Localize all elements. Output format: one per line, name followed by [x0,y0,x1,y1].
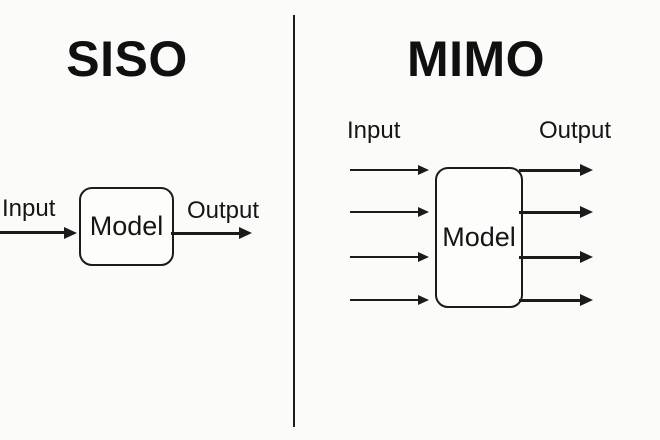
siso-title: SISO [66,31,188,87]
mimo-model-box: Model [435,167,523,308]
mimo-output-arrow [519,164,593,176]
siso-input-label: Input [2,195,56,222]
mimo-input-arrow [350,295,429,305]
panel-divider [292,15,295,427]
siso-model-box: Model [79,187,174,266]
mimo-output-label: Output [539,117,612,144]
siso-output-arrow [171,227,252,239]
siso-output-label: Output [187,197,260,224]
mimo-output-arrow [519,294,593,306]
mimo-input-arrow [350,165,429,175]
mimo-input-arrow [350,207,429,217]
siso-input-arrow [0,226,77,239]
mimo-output-arrow [519,206,593,218]
mimo-input-label: Input [347,117,401,144]
mimo-input-arrow [350,252,429,262]
mimo-model-label: Model [442,222,516,252]
mimo-output-arrow [519,251,593,263]
mimo-title: MIMO [406,31,546,87]
siso-model-label: Model [89,211,164,241]
